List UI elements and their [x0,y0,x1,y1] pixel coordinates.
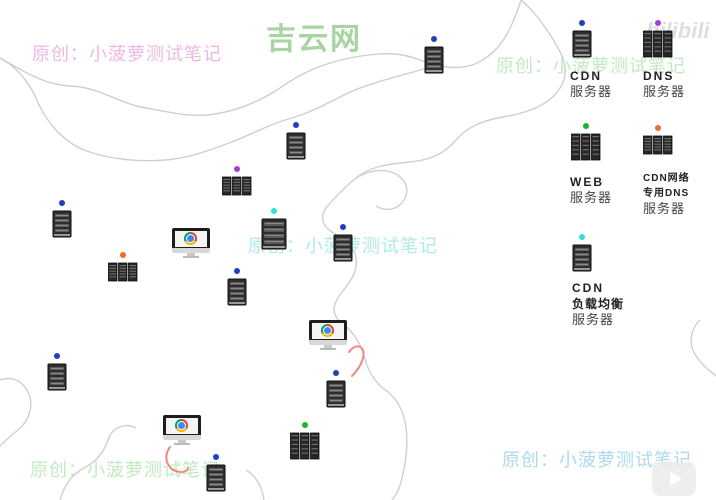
status-dot [579,234,585,240]
legend-cdn-title: CDN [570,69,602,83]
legend-cdn-dns-sub: 服务器 [643,201,686,216]
legend-cdn-dns-title: CDN网络 [643,173,690,184]
client-computer-south [163,415,201,445]
server-icon [643,135,673,155]
server-icon [286,132,306,160]
server-icon [424,46,444,74]
status-dot [54,353,60,359]
status-dot [234,268,240,274]
server-icon [52,210,72,238]
chrome-browser-icon [175,419,188,432]
server-icon [572,244,592,272]
status-dot [333,370,339,376]
legend-cdn-dns-label: CDN网络 专用DNS 服务器 [643,170,690,218]
legend-lb-sub: 服务器 [572,312,615,327]
legend-cdn-sub: 服务器 [570,84,613,99]
legend-lb-title2: 负载均衡 [572,297,625,311]
status-dot [583,123,589,129]
server-icon [261,218,287,250]
server-icon [290,432,320,460]
status-dot [655,20,661,26]
status-dot [120,252,126,258]
status-dot [340,224,346,230]
server-icon [47,363,67,391]
status-dot [579,20,585,26]
server-icon [571,133,601,161]
status-dot [59,200,65,206]
server-icon [108,262,138,282]
watermark-bottom-left: 原创：小菠萝测试笔记 [30,460,220,480]
status-dot [302,422,308,428]
legend-dns-label: DNS 服务器 [643,68,685,100]
request-arrow-south [165,446,189,474]
legend-web-sub: 服务器 [570,190,613,205]
status-dot [655,125,661,131]
watermark-top-left: 原创：小菠萝测试笔记 [32,44,222,64]
play-button-icon[interactable] [652,462,696,496]
client-computer-east [309,320,347,350]
chrome-browser-icon [184,232,197,245]
legend-dns-sub: 服务器 [643,84,686,99]
watermark-bottom-right: 原创：小菠萝测试笔记 [502,450,692,470]
request-arrow-east [348,345,365,377]
legend-cdn-dns-title2: 专用DNS [643,188,690,199]
status-dot [293,122,299,128]
chrome-browser-icon [321,324,334,337]
status-dot [213,454,219,460]
server-icon [333,234,353,262]
server-icon [206,464,226,492]
status-dot [431,36,437,42]
legend-lb-title: CDN [572,281,604,295]
legend-dns-title: DNS [643,69,675,83]
status-dot [271,208,277,214]
status-dot [234,166,240,172]
server-icon [222,176,252,196]
legend-cdn-label: CDN 服务器 [570,68,612,100]
server-icon [326,380,346,408]
watermark-top-right: 原创：小菠萝测试笔记 [496,56,686,76]
server-icon [227,278,247,306]
server-icon [572,30,592,58]
legend-lb-label: CDN 负载均衡 服务器 [572,280,624,328]
legend-web-title: WEB [570,175,604,189]
server-icon [643,30,673,58]
legend-web-label: WEB 服务器 [570,174,612,206]
site-logo: 吉云网 [266,23,362,56]
client-computer-center [172,228,210,258]
